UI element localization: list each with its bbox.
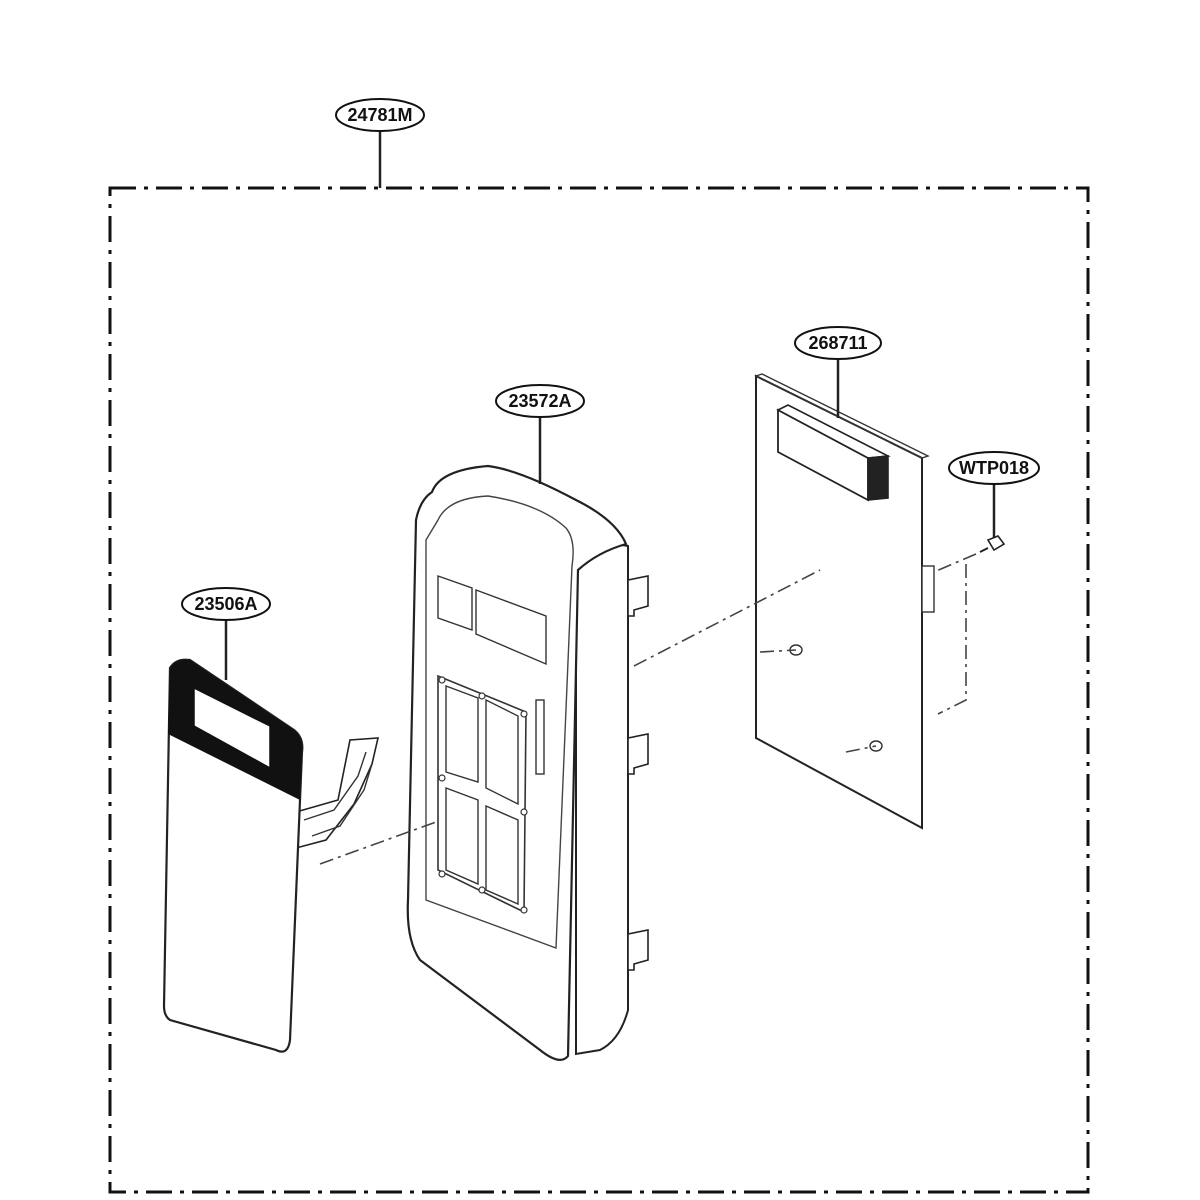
- callout-assembly[interactable]: 24781M: [335, 98, 425, 188]
- membrane-display-window: [193, 686, 271, 770]
- callout-circuit-board[interactable]: 268711: [794, 326, 882, 418]
- callout-screw[interactable]: WTP018: [948, 451, 1040, 538]
- display-module: [776, 404, 891, 502]
- callout-label-circuit-board: 268711: [808, 333, 867, 353]
- callout-label-screw: WTP018: [959, 458, 1029, 478]
- callout-control-panel[interactable]: 23572A: [495, 384, 585, 484]
- keypad-grid: [437, 674, 528, 914]
- callout-membrane-switch[interactable]: 23506A: [181, 587, 271, 680]
- callout-label-assembly: 24781M: [347, 105, 412, 125]
- membrane-switch: [162, 658, 380, 1053]
- control-panel-housing: [406, 464, 649, 1061]
- callout-label-membrane-switch: 23506A: [194, 594, 257, 614]
- screw: [933, 535, 1006, 715]
- circuit-board: [754, 373, 935, 830]
- mounting-clips: [627, 575, 649, 971]
- callout-label-control-panel: 23572A: [508, 391, 571, 411]
- assembly-boundary: [108, 186, 1090, 1194]
